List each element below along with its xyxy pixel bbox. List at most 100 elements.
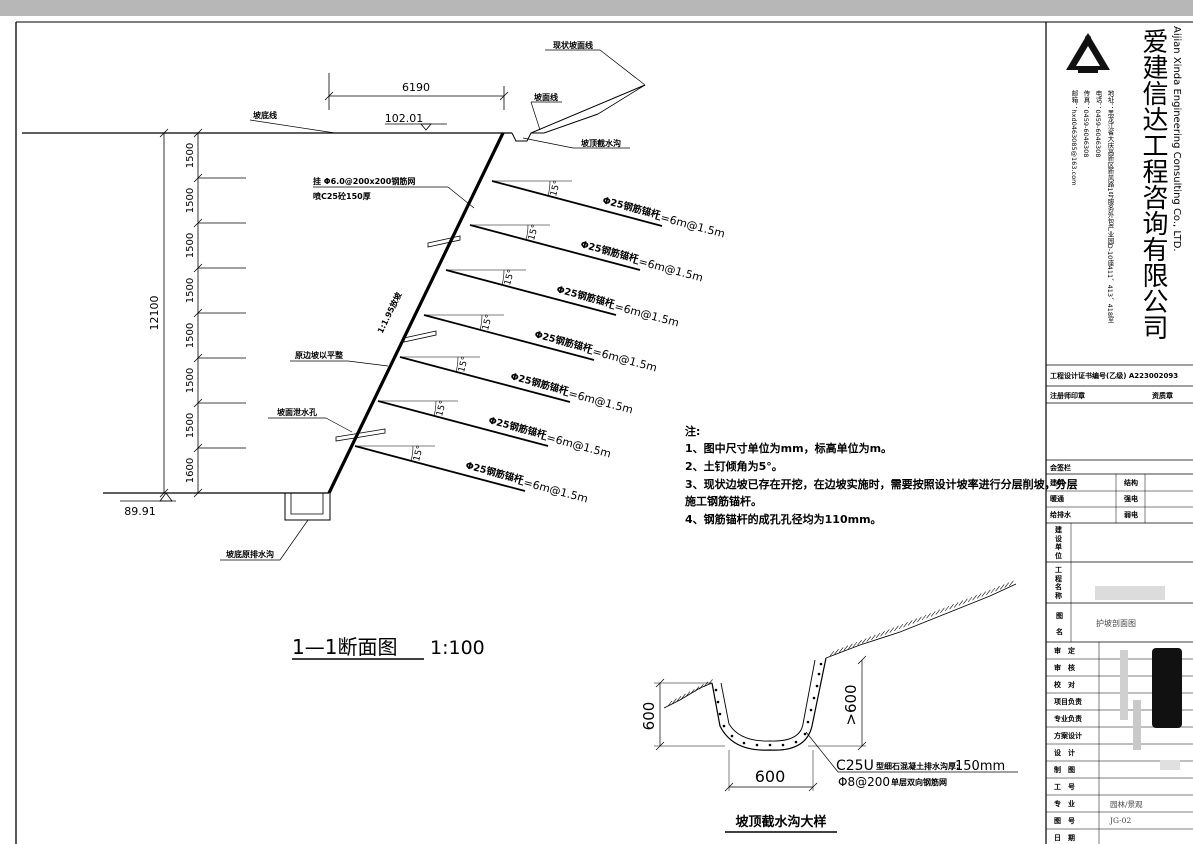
anchor-bar — [423, 314, 595, 361]
rebar-dot — [718, 712, 722, 716]
rebar-dot — [794, 740, 798, 744]
mesh-label: 挂 Φ6.0@200x200钢筋网 — [313, 176, 415, 186]
slope-face — [327, 132, 505, 494]
anchor-length: L=6m@1.5m — [561, 385, 634, 416]
existing-slope-line-2 — [597, 84, 646, 115]
signature-redacted-4 — [1160, 760, 1180, 770]
rebar-dot — [768, 743, 772, 747]
rebar-dot — [742, 741, 746, 745]
anchor-angle-arc — [410, 445, 414, 462]
anchor-angle-arc — [479, 314, 483, 331]
drain-hole-3 — [335, 428, 386, 442]
rebar-dot — [819, 662, 823, 666]
anchor-bar — [445, 269, 617, 316]
rebar-dot — [803, 732, 807, 736]
rebar-dot — [817, 672, 821, 676]
slope-ratio-label: 1:1.95放坡 — [375, 290, 404, 335]
anchor-angle-arc — [455, 356, 459, 373]
anchor-length: L=6m@1.5m — [607, 298, 680, 329]
ditch-inner — [720, 659, 816, 742]
anchor-angle: 15° — [457, 355, 471, 373]
dim-width-label: 6190 — [402, 81, 430, 94]
signature-redacted-3 — [1152, 648, 1182, 728]
note-1: 1、图中尺寸单位为mm，标高单位为m。 — [685, 441, 892, 455]
top-ditch-label: 坡顶截水沟 — [581, 138, 621, 148]
anchor-length: L=6m@1.5m — [585, 343, 658, 374]
ditch-concrete-desc: 型细石混凝土排水沟厚: — [876, 761, 959, 771]
ditch-concrete: C25U — [836, 758, 874, 774]
rebar-dot — [755, 743, 759, 747]
anchor-bar — [491, 180, 663, 227]
rebar-dot — [809, 708, 813, 712]
signature-redacted-1 — [1120, 650, 1128, 720]
note-3: 3、现状边坡已存在开挖，在边坡实施时，需要按照设计坡率进行分层削坡，分层 — [685, 477, 1078, 491]
ditch-concrete-thk: 150mm — [955, 759, 1005, 774]
anchor-angle-arc — [547, 180, 551, 197]
anchor-angle: 15° — [503, 268, 517, 286]
anchor-length: L=6m@1.5m — [539, 429, 612, 460]
dim-height-label: 12100 — [148, 296, 161, 331]
ditch-depth-right: >600 — [842, 684, 860, 725]
rebar-dot — [730, 734, 734, 738]
rebar-dot — [781, 743, 785, 747]
bottom-ditch-inner — [290, 493, 324, 515]
anchor-bar — [354, 445, 526, 492]
ditch-outer — [711, 657, 827, 751]
rebar-dot — [815, 684, 819, 688]
note-3-cont: 施工钢筋锚杆。 — [685, 494, 762, 508]
project-name-redacted — [1095, 586, 1165, 600]
rebar-dot — [722, 724, 726, 728]
ditch-rebar: Φ8@200 — [838, 775, 890, 789]
row-height-label: 1500 — [185, 413, 196, 438]
row-height-label: 1500 — [185, 368, 196, 393]
drain-hole-1 — [427, 235, 461, 248]
window-top-bar — [0, 0, 1193, 16]
elev-bottom-marker — [159, 492, 173, 502]
shotcrete-label: 喷C25砼150厚 — [313, 191, 371, 201]
rebar-dot — [806, 720, 810, 724]
signature-redacted-2 — [1133, 700, 1141, 750]
anchor-length: L=6m@1.5m — [653, 209, 726, 240]
note-4: 4、钢筋锚杆的成孔孔径均为110mm。 — [685, 512, 882, 526]
anchor-angle: 15° — [527, 223, 541, 241]
anchor-angle: 15° — [435, 399, 449, 417]
rebar-dot — [812, 696, 816, 700]
drain-hole-label: 坡面泄水孔 — [277, 407, 317, 417]
anchor-angle: 15° — [412, 444, 426, 462]
drain-hole-2 — [403, 330, 437, 343]
anchor-bar — [377, 400, 549, 447]
toe-line-label: 坡底线 — [253, 110, 277, 120]
notes-heading: 注: — [685, 424, 700, 438]
anchor-bar — [399, 356, 571, 403]
anchor-angle: 15° — [549, 179, 563, 197]
row-height-label: 1500 — [185, 323, 196, 348]
anchor-angle: 15° — [481, 313, 495, 331]
elev-top-label: 102.01 — [385, 112, 424, 125]
anchor-angle-arc — [433, 400, 437, 417]
note-2: 2、土钉倾角为5°。 — [685, 459, 783, 473]
bottom-ditch-label: 坡底原排水沟 — [226, 549, 274, 559]
rebar-dot — [716, 700, 720, 704]
original-platform-label: 原边坡以平整 — [295, 350, 343, 360]
row-height-label: 1500 — [185, 278, 196, 303]
anchor-length: L=6m@1.5m — [516, 474, 589, 505]
ditch-rebar-desc: 单层双向钢筋网 — [891, 777, 947, 787]
top-ditch-profile — [511, 113, 599, 142]
ditch-width: 600 — [755, 767, 786, 786]
company-logo — [1066, 33, 1110, 73]
anchor-bar — [469, 224, 641, 271]
section-title: 1—1断面图 — [292, 635, 397, 659]
row-height-label: 1600 — [185, 458, 196, 483]
ditch-title: 坡顶截水沟大样 — [735, 814, 826, 830]
ditch-depth-left: 600 — [640, 702, 658, 731]
elev-bottom-label: 89.91 — [124, 505, 156, 518]
anchor-angle-arc — [501, 269, 505, 286]
rebar-dot — [714, 688, 718, 692]
ditch-detail: 600 >600 600 C25U 型细石混凝土排水沟厚: 150mm Φ8@2… — [640, 580, 1018, 833]
section-scale: 1:100 — [430, 637, 485, 659]
existing-slope-label: 现状坡面线 — [553, 40, 593, 50]
row-height-label: 1500 — [185, 233, 196, 258]
existing-slope-line — [530, 84, 646, 134]
